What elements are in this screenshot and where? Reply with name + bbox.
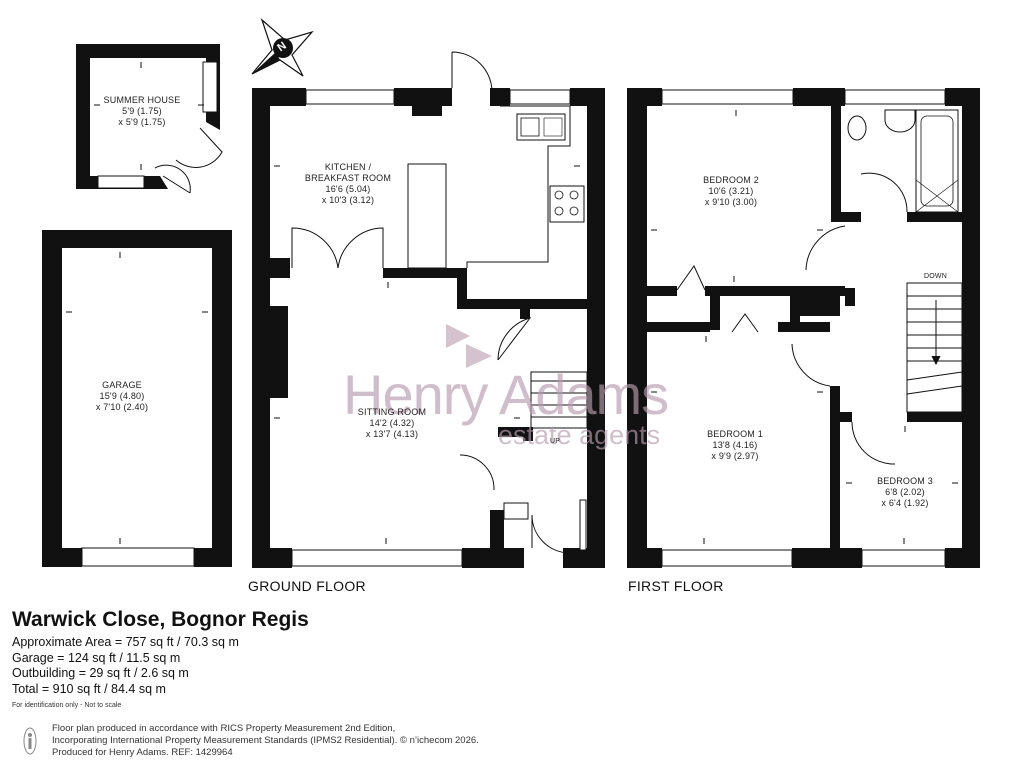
person-scale-icon <box>23 727 37 755</box>
bedroom-3-label: BEDROOM 3 6'8 (2.02) x 6'4 (1.92) <box>877 476 933 508</box>
hob-icon <box>549 185 585 223</box>
ground-floor-windows <box>291 89 571 567</box>
stairs-up-label: UP <box>550 438 561 445</box>
area-line: Garage = 124 sq ft / 11.5 sq m <box>12 650 181 665</box>
bedroom-1-label: BEDROOM 1 13'8 (4.16) x 9'9 (2.97) <box>707 429 763 461</box>
measurement-markers <box>66 62 958 544</box>
garage-walls <box>42 230 232 567</box>
toilet-icon <box>847 115 867 141</box>
hall-door <box>497 317 532 361</box>
first-floor-label: FIRST FLOOR <box>628 578 724 594</box>
area-summary: Approximate Area = 757 sq ft / 70.3 sq m… <box>12 635 239 697</box>
ground-floor-walls <box>252 88 605 568</box>
property-address: Warwick Close, Bognor Regis <box>12 608 309 631</box>
staircase-up <box>530 371 588 429</box>
front-door <box>459 454 571 554</box>
first-floor-windows <box>661 89 946 567</box>
back-door <box>451 51 493 93</box>
footer-notes: Floor plan produced in accordance with R… <box>52 723 479 759</box>
footer-line: Incorporating International Property Mea… <box>52 735 479 746</box>
garage-label: GARAGE 15'9 (4.80) x 7'10 (2.40) <box>95 380 149 412</box>
area-line: Outbuilding = 29 sq ft / 2.6 sq m <box>12 666 189 680</box>
bedroom1-door <box>791 343 831 387</box>
bath-icon <box>915 109 959 213</box>
bedroom3-door <box>851 421 896 465</box>
bathroom-door <box>860 172 908 213</box>
kitchen-worktop <box>466 105 571 268</box>
sitting-room-label: SITTING ROOM 14'2 (4.32) x 13'7 (4.13) <box>357 407 427 439</box>
stairs-down-label: DOWN <box>924 273 947 280</box>
watermark-subtitle: estate agents <box>498 420 661 450</box>
basin-icon <box>884 109 916 133</box>
cupboard-door <box>676 265 759 333</box>
watermark-brand: Henry Adams <box>343 363 669 426</box>
north-compass-icon <box>251 18 314 77</box>
footer-line: Produced for Henry Adams. REF: 1429964 <box>52 747 233 758</box>
area-line: Total = 910 sq ft / 84.4 sq m <box>12 681 166 696</box>
scale-disclaimer: For identification only - Not to scale <box>12 702 122 709</box>
ground-floor-label: GROUND FLOOR <box>248 578 366 594</box>
french-doors <box>291 227 384 269</box>
bedroom-2-label: BEDROOM 2 10'6 (3.21) x 9'10 (3.00) <box>703 175 759 207</box>
first-floor-walls <box>627 88 980 568</box>
breakfast-bar <box>407 163 447 269</box>
summer-house-label: SUMMER HOUSE 5'9 (1.75) x 5'9 (1.75) <box>103 95 181 127</box>
brand-logo-icon <box>446 324 492 368</box>
summer-house-windows <box>97 61 218 189</box>
footer-line: Floor plan produced in accordance with R… <box>52 723 396 734</box>
kitchen-label: KITCHEN / BREAKFAST ROOM 16'6 (5.04) x 1… <box>304 162 392 205</box>
garage-door <box>81 547 195 567</box>
bedroom2-door <box>805 225 846 271</box>
area-line: Approximate Area = 757 sq ft / 70.3 sq m <box>12 635 239 649</box>
staircase-down <box>906 282 963 413</box>
summer-house-door <box>175 127 223 168</box>
